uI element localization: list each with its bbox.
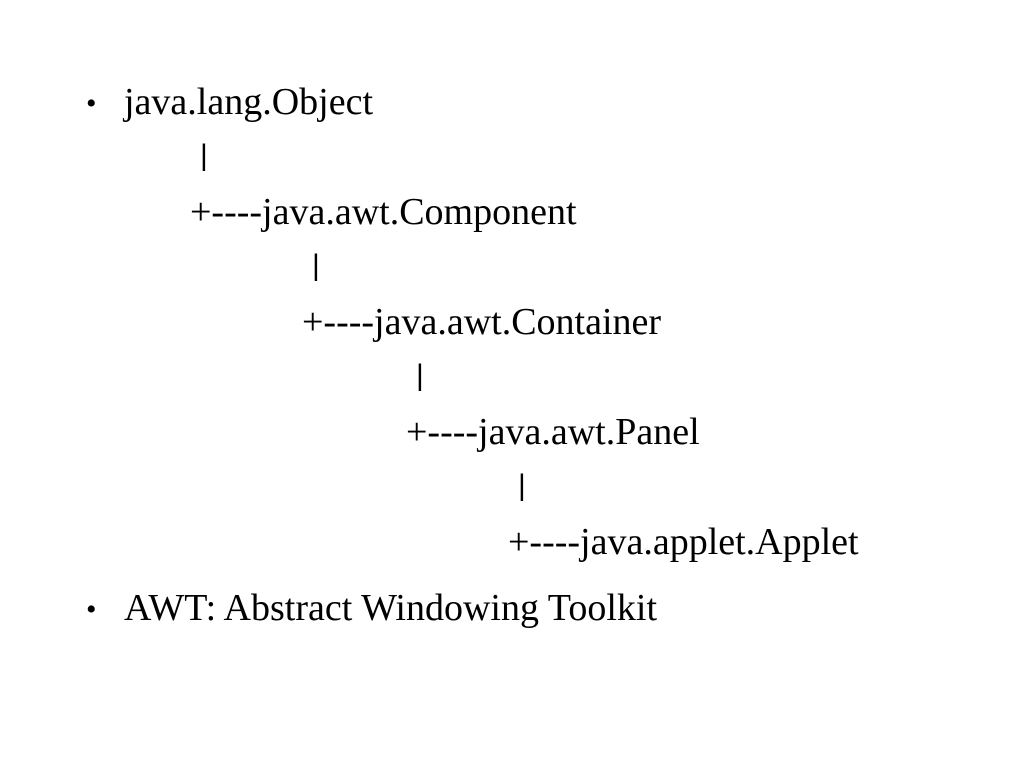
awt-definition: AWT: Abstract Windowing Toolkit (124, 587, 658, 629)
connector-1: | (200, 139, 208, 172)
root-class: java.lang.Object (124, 81, 374, 123)
connector-3: | (416, 359, 424, 392)
class-panel: +----java.awt.Panel (406, 411, 700, 453)
class-applet: +----java.applet.Applet (508, 521, 859, 563)
connector-4: | (518, 469, 526, 502)
bullet-1-marker: • (86, 87, 97, 120)
bullet-2-marker: • (86, 593, 97, 626)
class-component: +----java.awt.Component (190, 191, 577, 233)
connector-2: | (312, 249, 320, 282)
class-container: +----java.awt.Container (302, 301, 662, 343)
